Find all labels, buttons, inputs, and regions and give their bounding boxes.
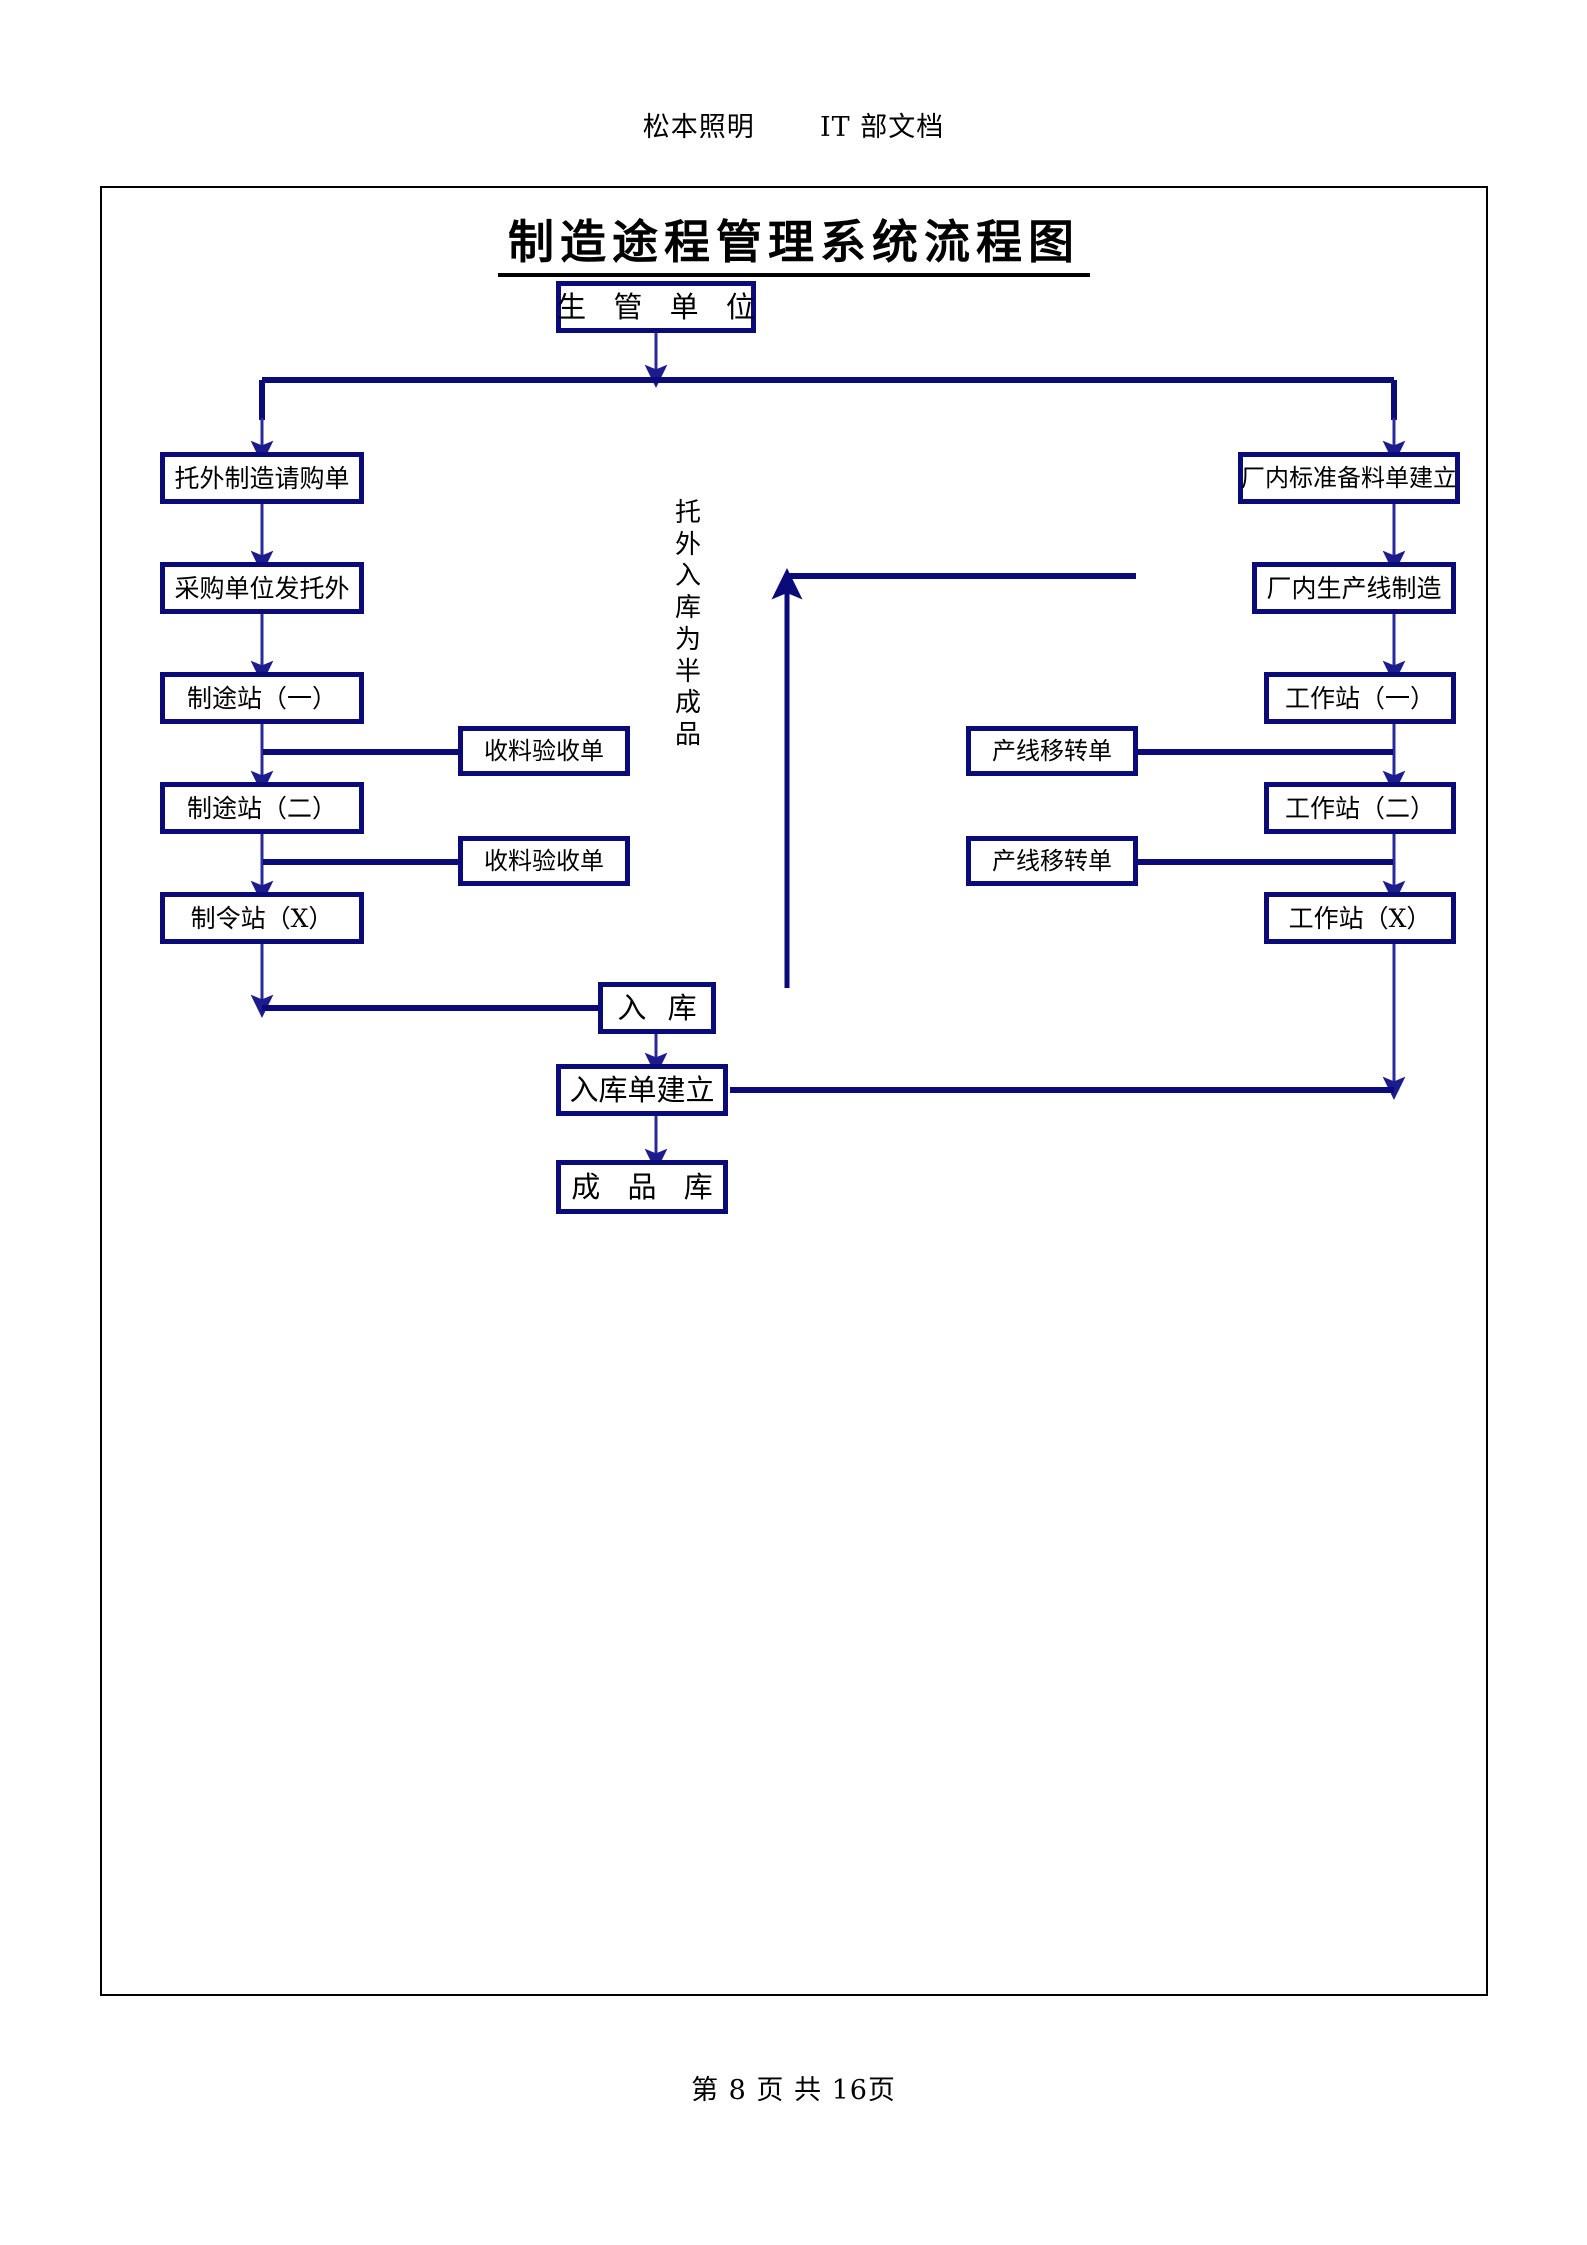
node-transfer-1[interactable]: 产线移转单 bbox=[966, 726, 1138, 776]
node-finished-goods[interactable]: 成 品 库 bbox=[556, 1160, 728, 1214]
node-station-x[interactable]: 制令站（X） bbox=[160, 892, 364, 944]
node-warehouse-doc[interactable]: 入库单建立 bbox=[556, 1064, 728, 1116]
node-workstation-x[interactable]: 工作站（X） bbox=[1264, 892, 1456, 944]
vertical-note-c1: 托 bbox=[674, 498, 701, 528]
vertical-note-c3: 入 bbox=[674, 561, 701, 592]
header-department: IT 部文档 bbox=[819, 112, 945, 143]
chart-title-text: 制造途程管理系统流程图 bbox=[498, 215, 1090, 277]
vertical-note-c4: 库 bbox=[674, 593, 701, 624]
vertical-note-tuowai: 托 外 入 库 为 半 成 品 bbox=[668, 498, 708, 752]
vertical-note-c5: 为 bbox=[674, 624, 701, 655]
node-receipt-2[interactable]: 收料验收单 bbox=[458, 836, 630, 886]
chart-title: 制造途程管理系统流程图 bbox=[102, 206, 1486, 277]
flowchart-frame: 制造途程管理系统流程图 bbox=[100, 186, 1488, 1996]
vertical-note-c7: 成 bbox=[674, 688, 701, 719]
header-company: 松本照明 bbox=[642, 112, 755, 143]
node-bom-setup[interactable]: 厂内标准备料单建立 bbox=[1238, 452, 1460, 504]
node-workstation-1[interactable]: 工作站（一） bbox=[1264, 672, 1456, 724]
document-footer: 第 8 页 共 16页 bbox=[0, 2068, 1587, 2107]
node-station-1[interactable]: 制途站（一） bbox=[160, 672, 364, 724]
flowchart-connectors bbox=[250, 333, 1406, 1173]
vertical-note-c2: 外 bbox=[674, 529, 701, 560]
node-root[interactable]: 生 管 单 位 bbox=[556, 281, 756, 333]
node-receipt-1[interactable]: 收料验收单 bbox=[458, 726, 630, 776]
node-purchase-request[interactable]: 托外制造请购单 bbox=[160, 452, 364, 504]
node-purchase-issue[interactable]: 采购单位发托外 bbox=[160, 562, 364, 614]
node-station-2[interactable]: 制途站（二） bbox=[160, 782, 364, 834]
vertical-note-c8: 品 bbox=[674, 720, 701, 751]
node-transfer-2[interactable]: 产线移转单 bbox=[966, 836, 1138, 886]
vertical-note-c6: 半 bbox=[674, 656, 701, 687]
node-warehouse-in[interactable]: 入 库 bbox=[598, 982, 716, 1034]
document-header: 松本照明 IT 部文档 bbox=[0, 105, 1587, 144]
node-workstation-2[interactable]: 工作站（二） bbox=[1264, 782, 1456, 834]
node-production-line[interactable]: 厂内生产线制造 bbox=[1252, 562, 1456, 614]
page-number-text: 第 8 页 共 16页 bbox=[691, 2075, 896, 2106]
